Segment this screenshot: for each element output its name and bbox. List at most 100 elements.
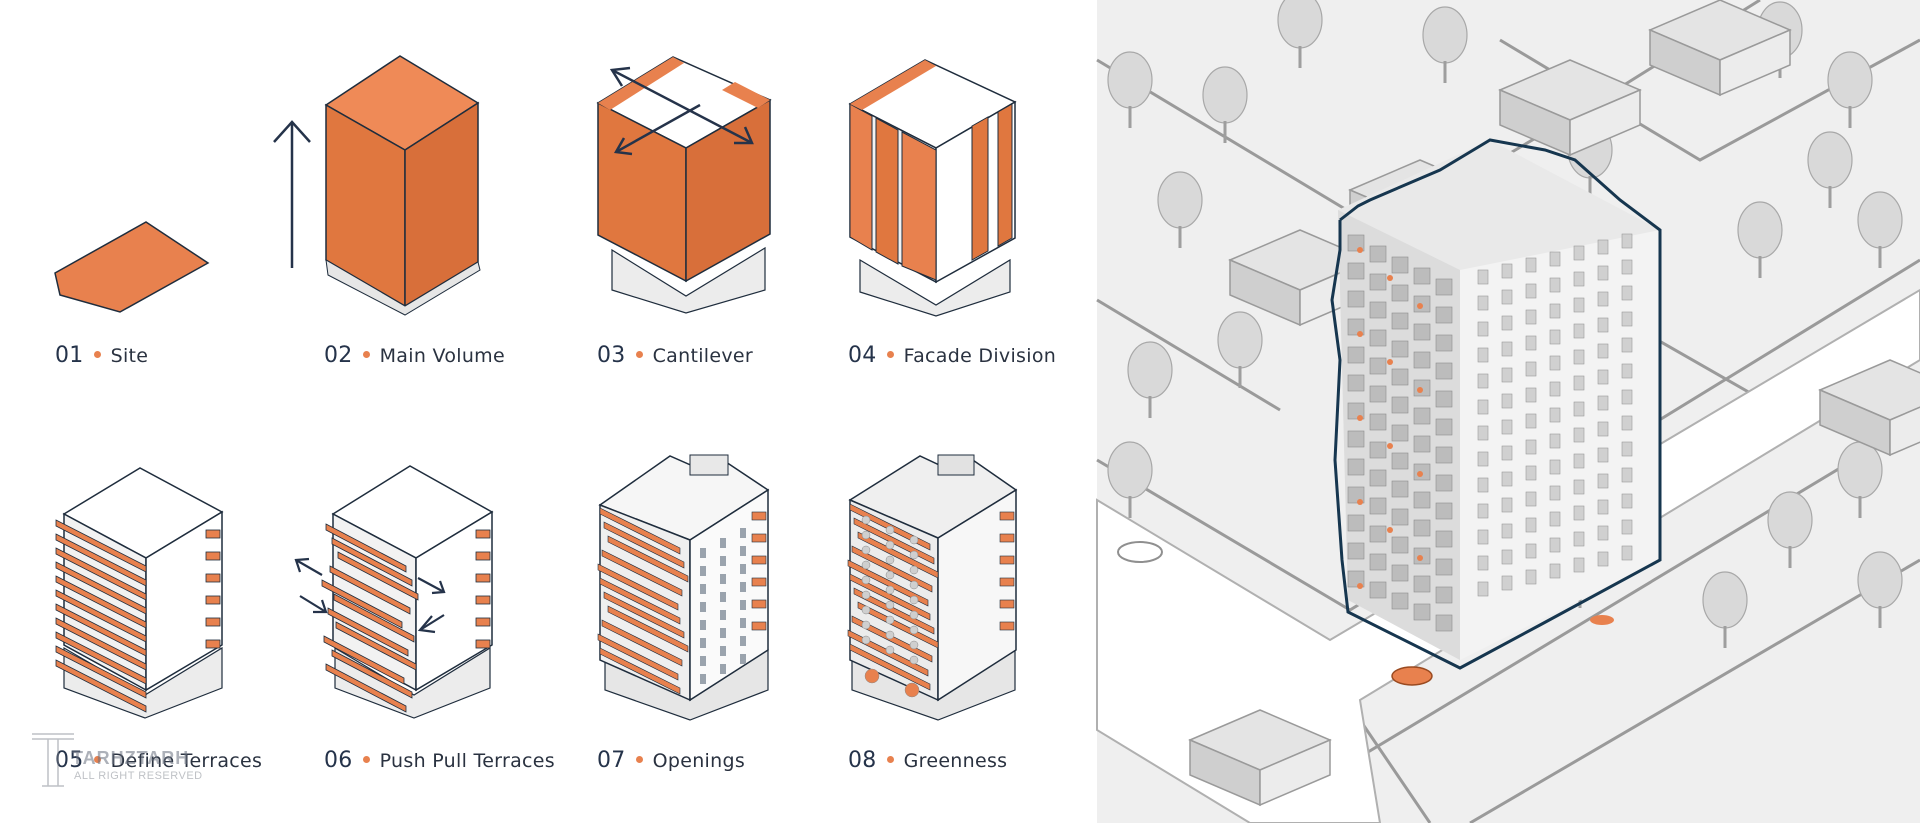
tower-accent — [1357, 247, 1363, 253]
tower-accent — [1357, 331, 1363, 337]
tower-balcony — [1391, 564, 1409, 582]
tree — [1702, 571, 1748, 629]
tree — [1107, 441, 1153, 499]
tower-balcony — [1391, 508, 1409, 526]
tower-window — [1573, 479, 1585, 495]
tower-balcony — [1435, 586, 1453, 604]
tower-balcony — [1347, 514, 1365, 532]
tower-window — [1549, 537, 1561, 553]
tree — [1217, 311, 1263, 369]
tower-window — [1501, 549, 1513, 565]
step-number: 02 — [324, 343, 353, 368]
tower-balcony — [1391, 256, 1409, 274]
tree — [1157, 171, 1203, 229]
tower-balcony — [1369, 497, 1387, 515]
side-balcony — [999, 599, 1015, 609]
planter — [909, 550, 919, 560]
bullet-dot-icon — [93, 351, 101, 358]
terrace-slab — [847, 559, 929, 607]
up-arrow-icon — [273, 120, 311, 268]
terrace-slab — [607, 535, 689, 583]
tower-window — [1549, 251, 1561, 267]
side-balcony — [751, 577, 767, 587]
tower-balcony — [1391, 452, 1409, 470]
planter — [909, 565, 919, 575]
terrace-slab — [599, 507, 681, 555]
terrace-slab — [55, 547, 147, 601]
step-04-facade-division-diagram — [848, 59, 1017, 317]
planter — [861, 515, 871, 525]
tower-balcony — [1391, 368, 1409, 386]
tower-balcony — [1347, 290, 1365, 308]
side-balcony — [999, 533, 1015, 543]
tower-window — [1549, 511, 1561, 527]
side-balcony — [205, 617, 221, 627]
tower-accent — [1387, 359, 1393, 365]
bullet-dot-icon — [886, 351, 894, 358]
side-balcony — [205, 551, 221, 561]
tower-balcony — [1413, 267, 1431, 285]
window — [740, 654, 746, 664]
tower-window — [1549, 407, 1561, 423]
tower-balcony — [1391, 536, 1409, 554]
tower-balcony — [1413, 491, 1431, 509]
tree — [1737, 201, 1783, 259]
side-balcony — [475, 639, 491, 649]
tower-window — [1621, 545, 1633, 561]
terrace-slab — [333, 593, 415, 643]
bullet-dot-icon — [93, 756, 101, 763]
terrace-slab — [851, 615, 933, 663]
side-balcony — [205, 639, 221, 649]
side-balcony — [475, 529, 491, 539]
side-balcony — [751, 555, 767, 565]
window — [700, 656, 706, 666]
tower-window — [1597, 369, 1609, 385]
tower-balcony — [1413, 603, 1431, 621]
terrace-slab — [55, 645, 147, 699]
tower-window — [1501, 393, 1513, 409]
tower-window — [1597, 551, 1609, 567]
step-number: 03 — [597, 343, 626, 368]
tower-window — [1597, 395, 1609, 411]
highlighted-tower — [1330, 138, 1662, 670]
tower-window — [1501, 341, 1513, 357]
tower-window — [1549, 485, 1561, 501]
tower-accent — [1417, 471, 1423, 477]
planter — [861, 635, 871, 645]
window — [740, 582, 746, 592]
planter — [861, 605, 871, 615]
tower-window — [1621, 415, 1633, 431]
planter — [885, 555, 895, 565]
side-balcony — [205, 595, 221, 605]
planter — [861, 575, 871, 585]
window — [700, 674, 706, 684]
tower-window — [1501, 367, 1513, 383]
bullet-dot-icon — [635, 351, 643, 358]
terrace-slab — [55, 659, 147, 713]
window — [700, 620, 706, 630]
tower-balcony — [1435, 558, 1453, 576]
terrace-slab — [599, 647, 681, 695]
terrace-slab — [325, 663, 407, 713]
tower-window — [1597, 343, 1609, 359]
tower-accent — [1357, 499, 1363, 505]
tower-balcony — [1413, 519, 1431, 537]
terrace-slab — [601, 619, 683, 667]
tree — [1767, 491, 1813, 549]
tower-window — [1597, 317, 1609, 333]
tower-window — [1525, 543, 1537, 559]
tower-window — [1621, 493, 1633, 509]
planter — [885, 645, 895, 655]
step-number: 08 — [848, 748, 877, 773]
house-wall — [1719, 28, 1791, 97]
terrace-slab — [607, 605, 689, 653]
tower-balcony — [1435, 502, 1453, 520]
tower-balcony — [1369, 273, 1387, 291]
tower-accent — [1387, 527, 1393, 533]
tower-window — [1597, 421, 1609, 437]
tower-window — [1621, 389, 1633, 405]
